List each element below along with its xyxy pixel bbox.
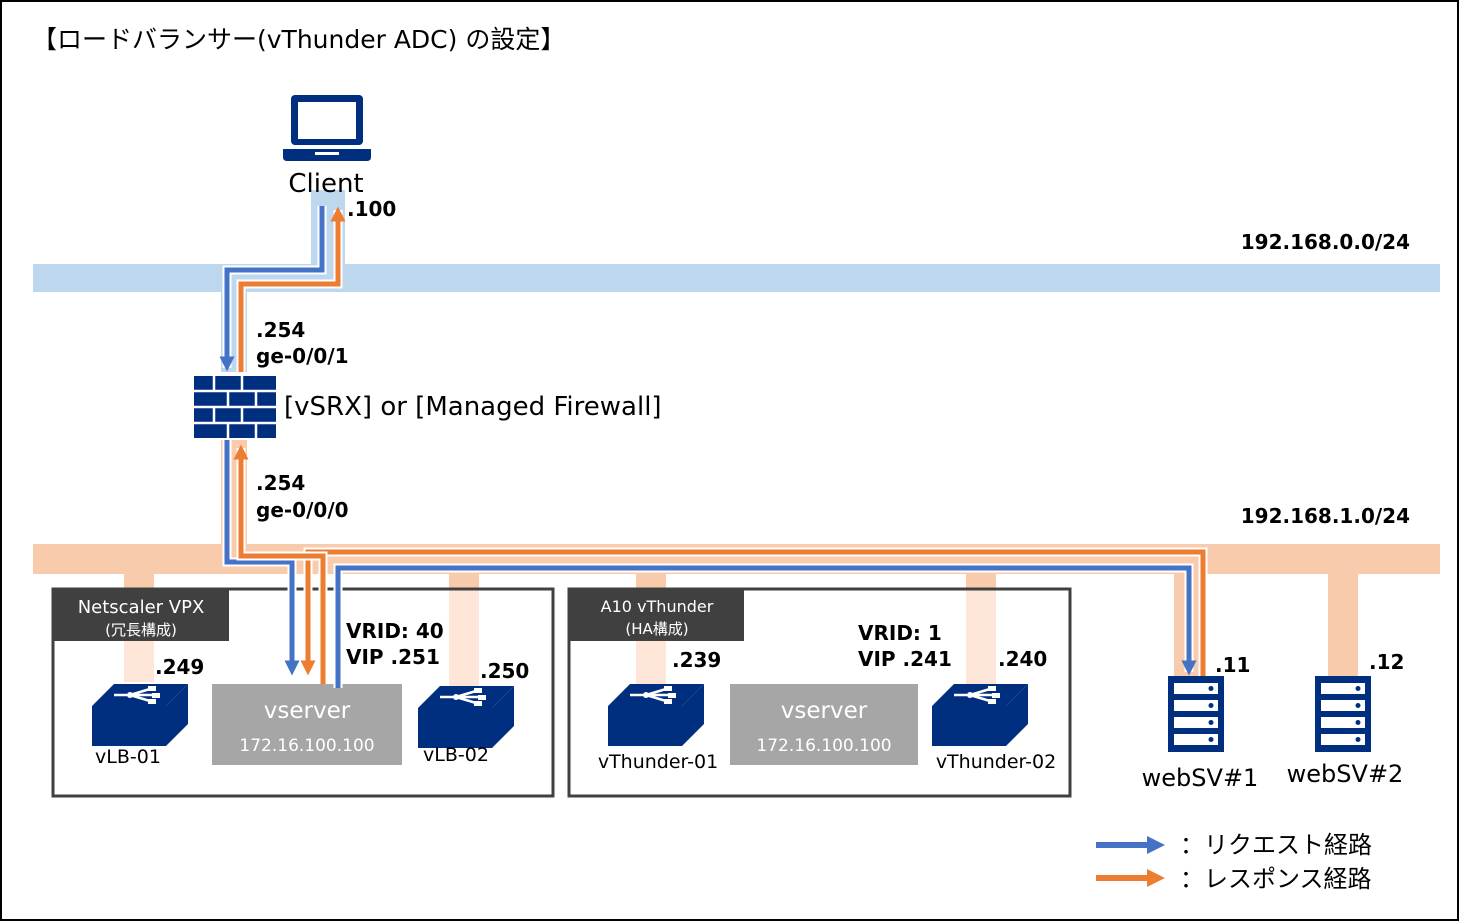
load-balancer-icon — [930, 682, 1030, 748]
firewall-upper-ip: .254 — [256, 318, 305, 342]
netscaler-group-header — [53, 589, 229, 641]
firewall-upper-port: ge-0/0/1 — [256, 344, 349, 368]
load-balancer-icon — [416, 684, 516, 750]
vthunder-vserver-box — [730, 684, 918, 765]
vthunder-group-box — [567, 587, 1072, 798]
netscaler-group-title: Netscaler VPX — [78, 597, 205, 618]
response-path-segment-3 — [238, 206, 346, 372]
netscaler-vserver-ip: 172.16.100.100 — [239, 736, 374, 756]
netscaler-vserver-label: vserver — [264, 698, 351, 724]
laptop-icon — [283, 95, 371, 161]
vthunder-vrid: VRID: 1 — [858, 621, 942, 645]
websv1-ip: .11 — [1215, 653, 1250, 677]
vthunder02-name: vThunder-02 — [936, 751, 1056, 773]
drop-vlb02 — [449, 590, 479, 686]
netscaler-vip: VIP .251 — [346, 645, 440, 669]
netscaler-vserver-box — [212, 684, 402, 765]
vlb02-name: vLB-02 — [423, 744, 489, 766]
firewall-label: [vSRX] or [Managed Firewall] — [284, 392, 662, 422]
vlb01-name: vLB-01 — [95, 746, 161, 768]
request-path-segment-2 — [224, 440, 300, 676]
netscaler-vrid: VRID: 40 — [346, 619, 444, 643]
firewall-lower-port: ge-0/0/0 — [256, 498, 349, 522]
vthunder-vserver-label: vserver — [781, 698, 868, 724]
legend-response-label: ：レスポンス経路 — [1180, 865, 1372, 893]
vthunder-group-subtitle: (HA構成) — [625, 620, 688, 638]
vlb02-ip: .250 — [480, 659, 529, 683]
drop-vthunder01 — [636, 640, 666, 686]
server-icon — [1315, 676, 1371, 752]
load-balancer-icon — [90, 682, 190, 748]
vthunder02-ip: .240 — [998, 647, 1047, 671]
network-label-0: 192.168.0.0/24 — [1241, 230, 1410, 254]
drop-vthunder02 — [966, 590, 996, 686]
drop-vthunder02-top — [966, 574, 996, 590]
client-ip: .100 — [347, 197, 396, 221]
request-path-segment-1 — [219, 206, 325, 372]
vthunder-group-header — [569, 589, 744, 641]
vthunder-group-title: A10 vThunder — [601, 597, 714, 616]
vthunder01-name: vThunder-01 — [598, 751, 718, 773]
netscaler-group-box — [51, 587, 555, 798]
server-icon — [1168, 676, 1224, 752]
response-path-segment-2 — [233, 444, 326, 684]
websv1-name: webSV#1 — [1142, 764, 1259, 792]
vthunder-vip: VIP .241 — [858, 647, 952, 671]
vthunder-vserver-ip: 172.16.100.100 — [756, 736, 891, 756]
firewall-lower-ip: .254 — [256, 471, 305, 495]
drop-vlb02-top — [449, 574, 479, 590]
vthunder01-ip: .239 — [672, 648, 721, 672]
vlb01-ip: .249 — [155, 655, 204, 679]
websv2-ip: .12 — [1369, 650, 1404, 674]
websv2-name: webSV#2 — [1287, 760, 1404, 788]
page-title: 【ロードバランサー(vThunder ADC) の設定】 — [32, 25, 565, 54]
drop-vlb01 — [124, 640, 154, 682]
drop-vthunder01-top — [636, 574, 666, 590]
response-path-segment-1 — [300, 549, 1206, 684]
netscaler-group-subtitle: (冗長構成) — [105, 621, 177, 639]
load-balancer-icon — [606, 682, 706, 748]
network-label-1: 192.168.1.0/24 — [1241, 504, 1410, 528]
firewall-icon — [194, 376, 276, 438]
request-path-segment-3 — [335, 565, 1197, 688]
client-label: Client — [288, 169, 363, 199]
drop-websv2 — [1328, 574, 1358, 680]
legend-request-label: ：リクエスト経路 — [1180, 831, 1372, 859]
